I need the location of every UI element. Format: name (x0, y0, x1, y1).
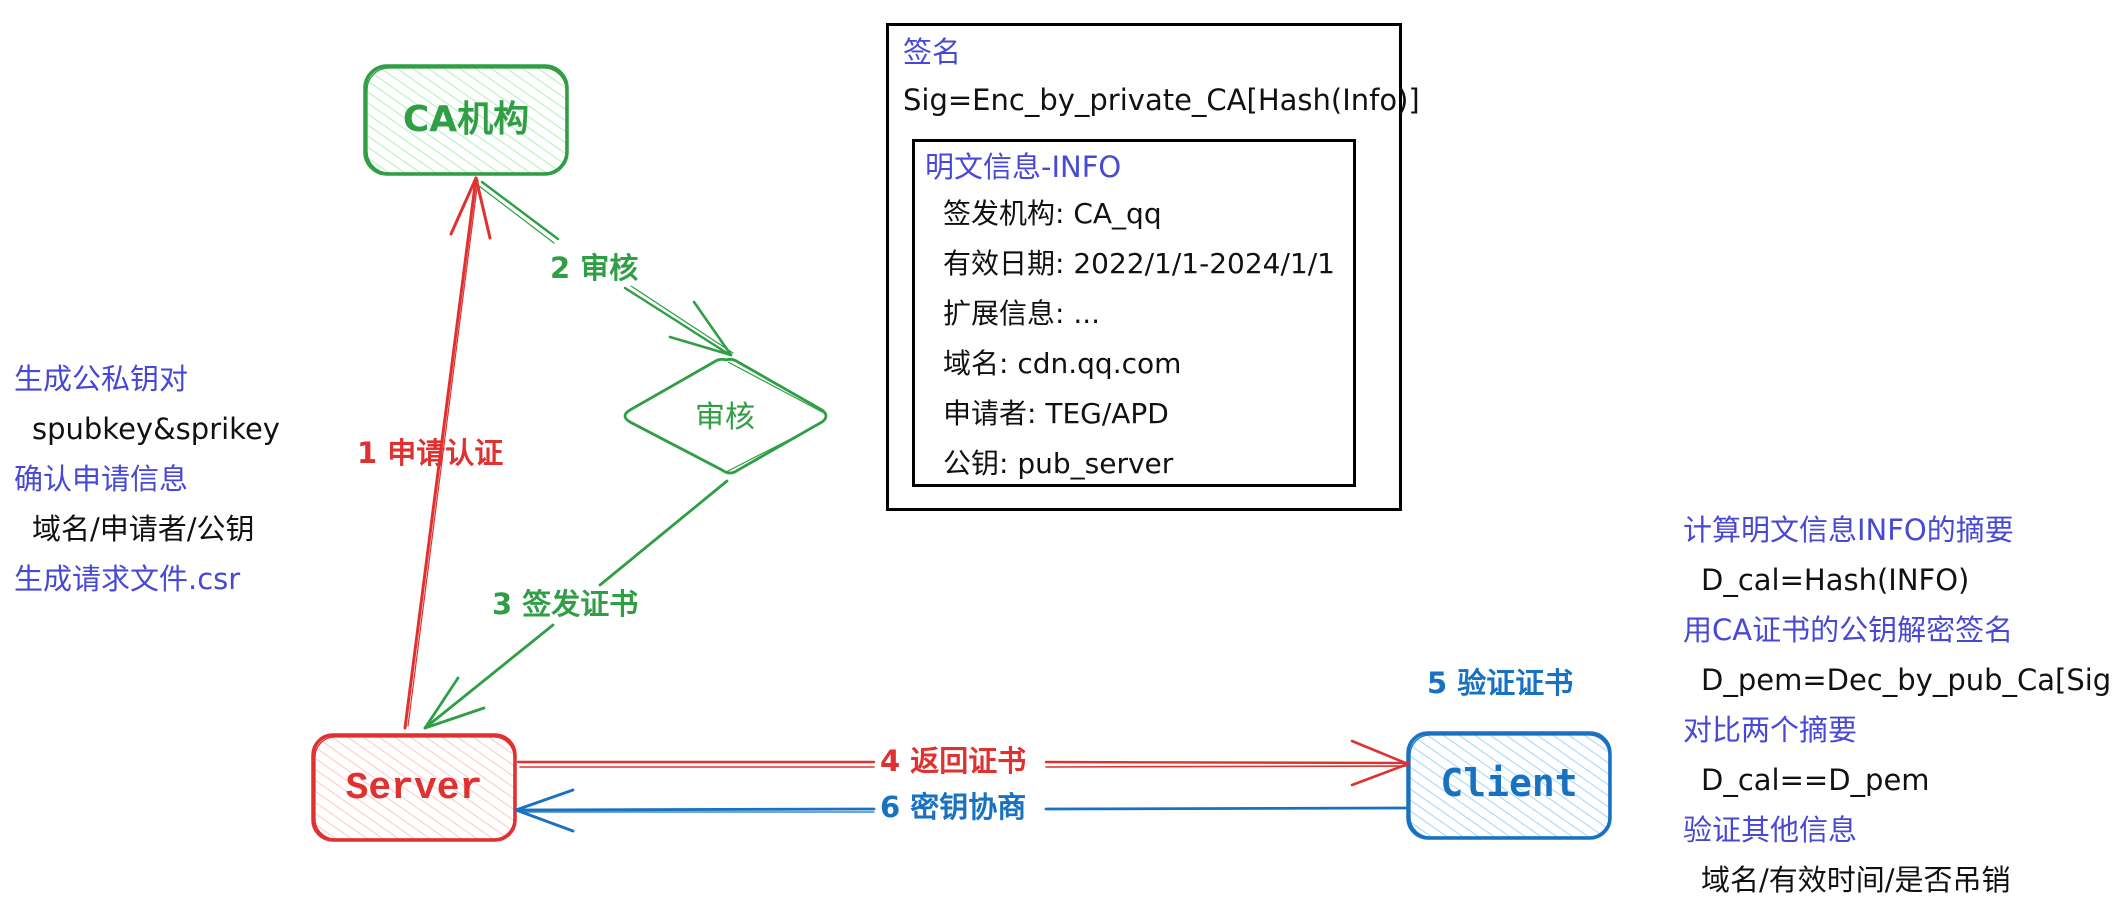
info-title: 明文信息-INFO (925, 150, 1122, 184)
edge-label-4: 4 返回证书 (880, 744, 1027, 778)
client-note-heading: 用CA证书的公钥解密签名 (1683, 613, 2014, 647)
info-box: 明文信息-INFO 签发机构: CA_qq 有效日期: 2022/1/1-202… (912, 139, 1356, 487)
edge-label-3: 3 签发证书 (492, 587, 639, 621)
info-row-validity: 有效日期: 2022/1/1-2024/1/1 (943, 247, 1335, 280)
arrow-6-key-exchange (514, 788, 1408, 833)
edge-label-2: 2 审核 (550, 251, 639, 285)
client-note-detail: D_cal=Hash(INFO) (1701, 563, 1970, 597)
info-row-public-key: 公钥: pub_server (943, 447, 1174, 480)
certificate-box: 签名 Sig=Enc_by_private_CA[Hash(Info)] 明文信… (886, 23, 1420, 511)
server-note-detail: spubkey&sprikey (32, 412, 280, 446)
arrow-4-return-cert (516, 739, 1410, 787)
server-node[interactable]: Server (311, 733, 517, 842)
arrow-2-review (478, 180, 734, 357)
client-note-detail: 域名/有效时间/是否吊销 (1701, 863, 2011, 897)
server-note-detail: 域名/申请者/公钥 (32, 512, 255, 546)
review-node-label: 审核 (695, 400, 755, 435)
ca-node-label: CA机构 (403, 99, 529, 140)
ca-node[interactable]: CA机构 (363, 64, 569, 176)
client-notes: 计算明文信息INFO的摘要 D_cal=Hash(INFO) 用CA证书的公钥解… (1683, 505, 2113, 905)
server-notes: 生成公私钥对 spubkey&sprikey 确认申请信息 域名/申请者/公钥 … (14, 354, 280, 604)
edge-label-6: 6 密钥协商 (880, 790, 1027, 824)
review-node[interactable]: 审核 (623, 357, 828, 475)
info-row-domain: 域名: cdn.qq.com (943, 347, 1182, 380)
client-node-label: Client (1440, 761, 1577, 805)
client-note-heading: 计算明文信息INFO的摘要 (1683, 513, 2014, 547)
client-note-heading: 对比两个摘要 (1683, 713, 1858, 747)
signature-title: 签名 (903, 35, 962, 69)
arrow-1-request (403, 176, 492, 730)
edge-label-1: 1 申请认证 (357, 436, 504, 470)
arrow-3-issue (423, 479, 729, 730)
client-note-detail: D_cal==D_pem (1701, 763, 1930, 797)
info-row-extensions: 扩展信息: ... (943, 297, 1101, 330)
server-note-heading: 确认申请信息 (14, 462, 189, 496)
client-node[interactable]: Client (1406, 731, 1612, 840)
client-note-detail: D_pem=Dec_by_pub_Ca[Sig] (1701, 663, 2113, 697)
signature-formula: Sig=Enc_by_private_CA[Hash(Info)] (903, 83, 1420, 117)
info-row-issuer: 签发机构: CA_qq (943, 197, 1162, 230)
client-note-heading: 验证其他信息 (1683, 813, 1858, 847)
info-row-applicant: 申请者: TEG/APD (943, 397, 1169, 430)
edge-label-5: 5 验证证书 (1427, 666, 1574, 700)
server-note-heading: 生成请求文件.csr (14, 562, 241, 596)
server-note-heading: 生成公私钥对 (14, 362, 189, 396)
server-node-label: Server (346, 767, 483, 810)
